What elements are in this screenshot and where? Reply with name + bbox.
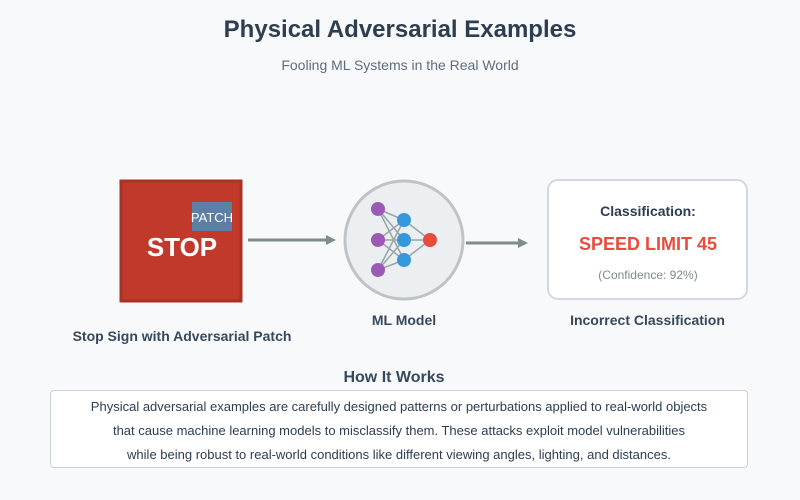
hidden-node <box>397 213 411 227</box>
how-it-works-line: while being robust to real-world conditi… <box>127 447 671 462</box>
how-it-works-line: Physical adversarial examples are carefu… <box>90 399 708 414</box>
page-subtitle: Fooling ML Systems in the Real World <box>281 57 519 73</box>
diagram-canvas: STOP PATCH <box>119 179 748 303</box>
adversarial-patch-label: PATCH <box>191 210 233 225</box>
how-it-works-line: that cause machine learning models to mi… <box>112 423 686 438</box>
classification-caption: Incorrect Classification <box>570 312 725 328</box>
how-it-works-title: How It Works <box>343 369 445 386</box>
adversarial-patch <box>192 202 232 231</box>
classification-card <box>547 179 748 300</box>
stop-sign-body <box>119 179 243 303</box>
stop-sign-text: STOP <box>147 232 217 262</box>
how-it-works-box <box>50 390 748 468</box>
classification-heading: Classification: <box>600 203 696 219</box>
output-node <box>423 233 437 247</box>
stop-sign: STOP PATCH <box>119 179 243 303</box>
model-caption: ML Model <box>371 312 437 328</box>
stop-sign-caption: Stop Sign with Adversarial Patch <box>72 328 292 344</box>
classification-confidence: (Confidence: 92%) <box>598 268 697 282</box>
input-node <box>371 233 385 247</box>
classification-box: Classification: SPEED LIMIT 45 (Confiden… <box>547 179 748 300</box>
page-title: Physical Adversarial Examples <box>223 16 577 43</box>
ml-model <box>343 179 465 301</box>
hidden-node <box>397 233 411 247</box>
classification-result: SPEED LIMIT 45 <box>579 234 717 254</box>
hidden-node <box>397 253 411 267</box>
input-node <box>371 202 385 216</box>
input-node <box>371 263 385 277</box>
